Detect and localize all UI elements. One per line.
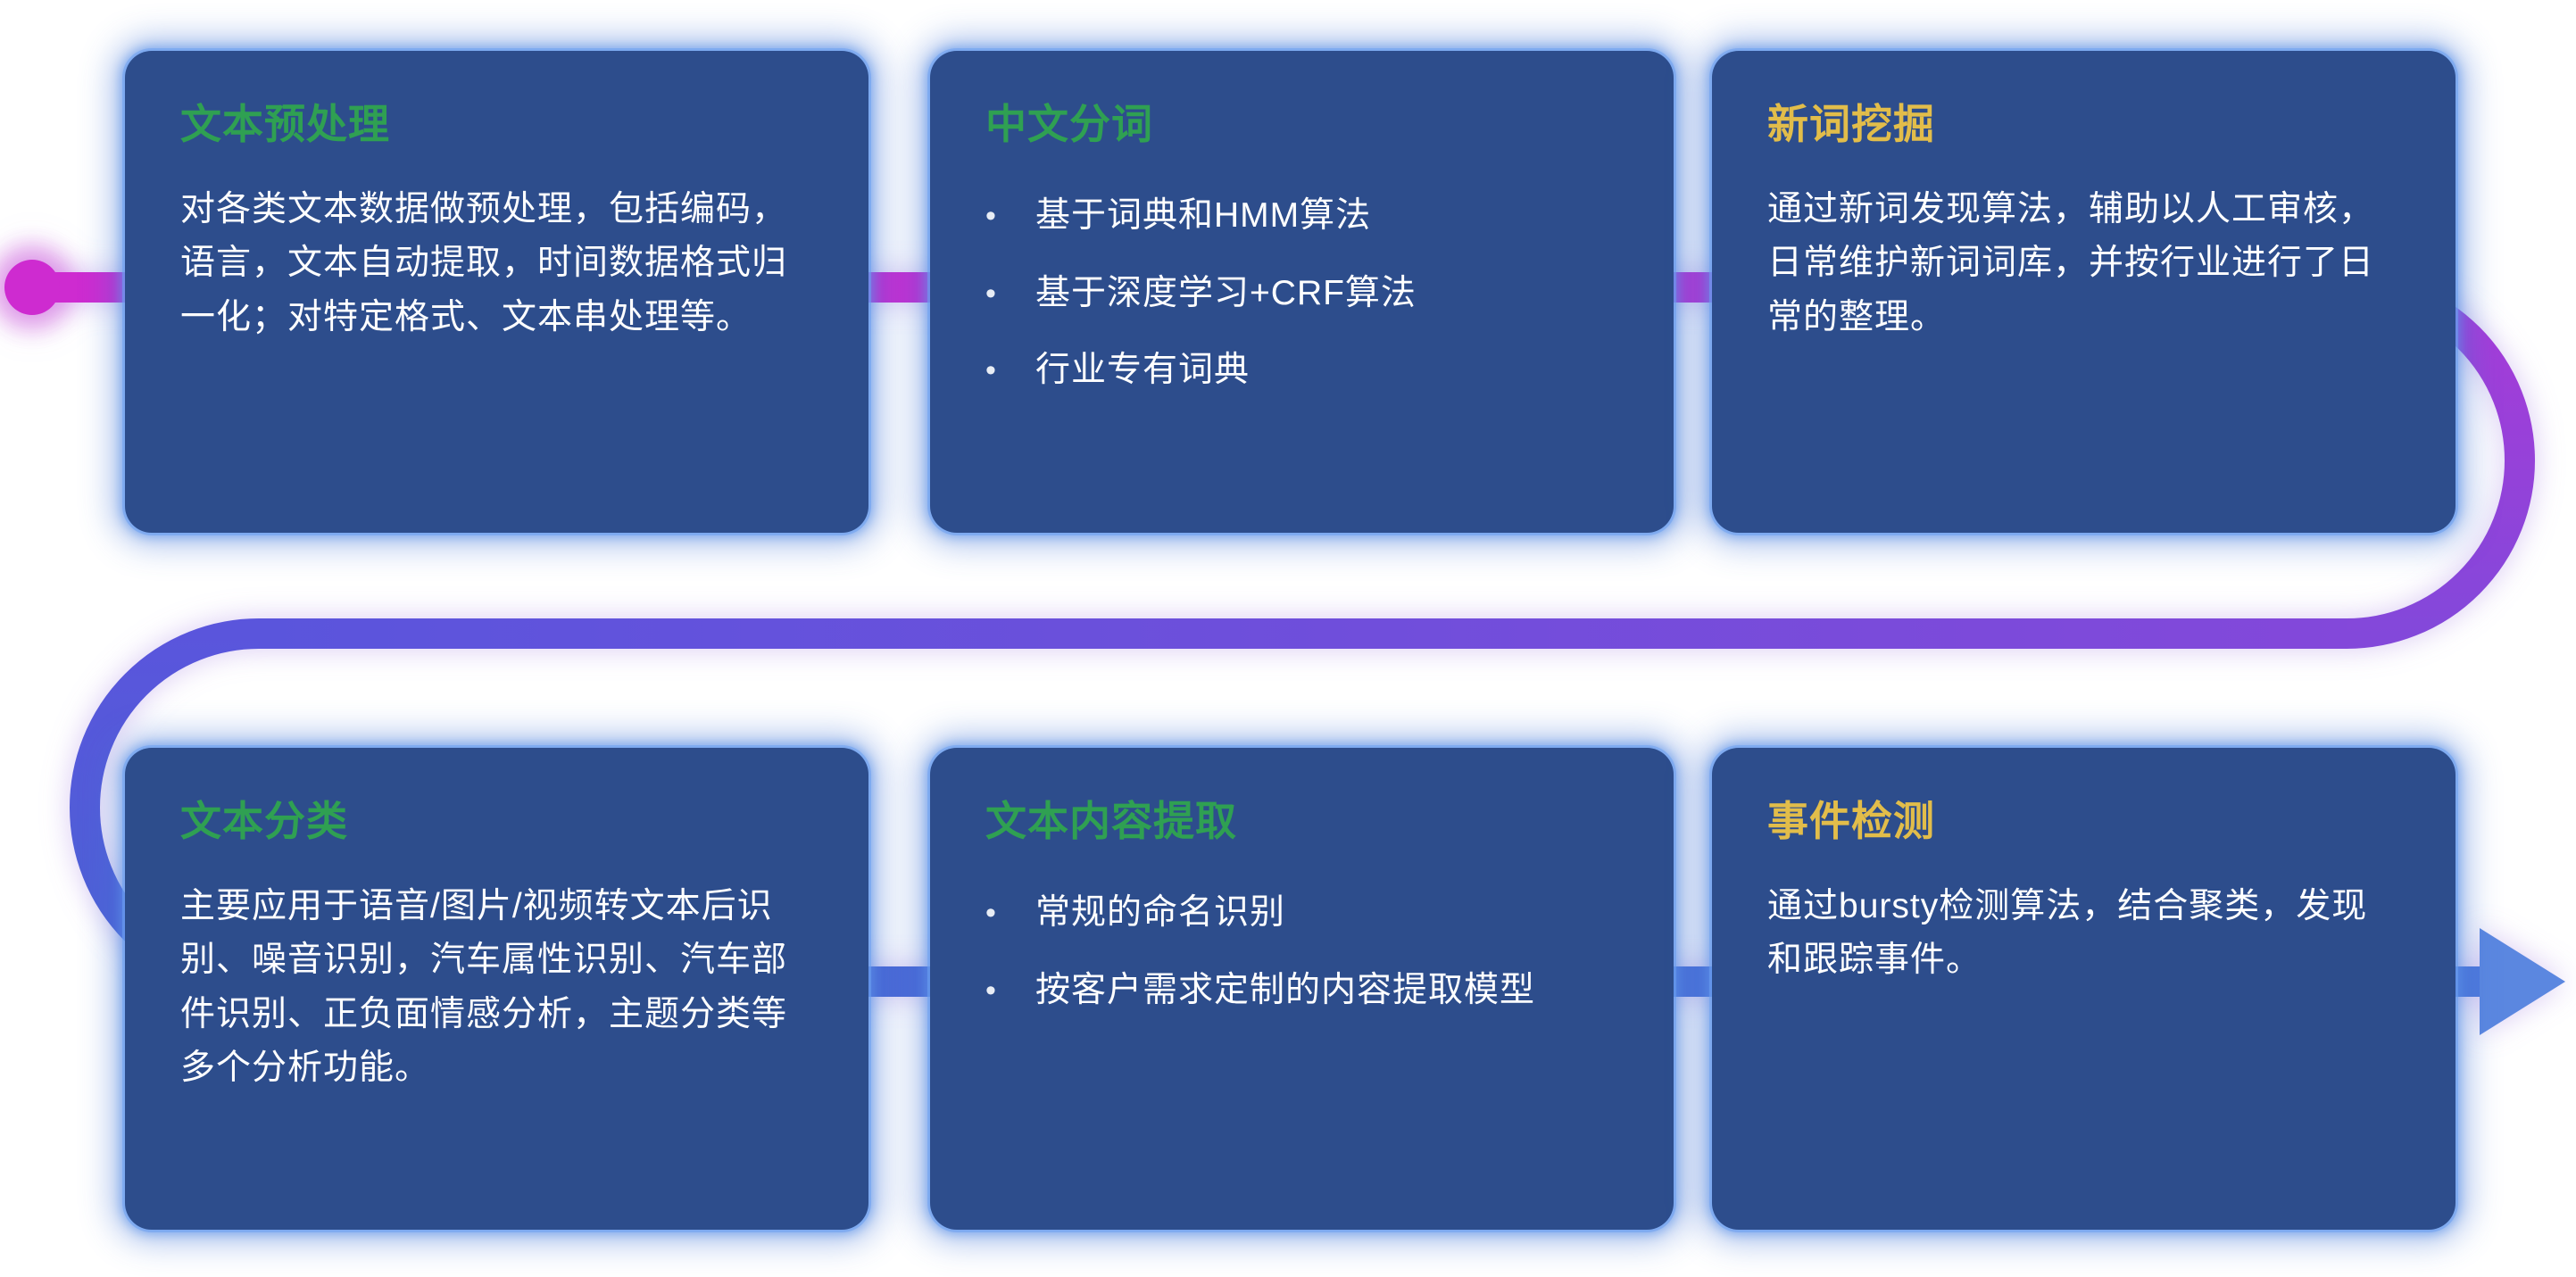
- flow-start-dot: [4, 260, 60, 315]
- list-item: • 基于深度学习+CRF算法: [985, 269, 1618, 319]
- card-event-detection: 事件检测 通过bursty检测算法，结合聚类，发现和跟踪事件。: [1712, 748, 2456, 1230]
- card-new-word-mining: 新词挖掘 通过新词发现算法，辅助以人工审核，日常维护新词词库，并按行业进行了日常…: [1712, 51, 2456, 533]
- bullet-icon: •: [985, 276, 997, 311]
- bullet-icon: •: [985, 896, 997, 930]
- list-item: • 按客户需求定制的内容提取模型: [985, 966, 1618, 1016]
- card-body: 主要应用于语音/图片/视频转文本后识别、噪音识别，汽车属性识别、汽车部件识别、正…: [180, 887, 788, 1088]
- list-item: • 基于词典和HMM算法: [985, 192, 1618, 241]
- card-title: 中文分词: [985, 101, 1153, 147]
- card-title: 文本分类: [180, 798, 348, 844]
- bullet-list: • 常规的命名识别 • 按客户需求定制的内容提取模型: [985, 889, 1618, 1015]
- card-title: 事件检测: [1767, 798, 1935, 844]
- list-item: • 常规的命名识别: [985, 889, 1618, 938]
- card-title: 新词挖掘: [1767, 101, 1935, 147]
- card-body: 通过新词发现算法，辅助以人工审核，日常维护新词词库，并按行业进行了日常的整理。: [1767, 190, 2375, 336]
- bullet-icon: •: [985, 199, 997, 233]
- bullet-text: 行业专有词典: [1035, 351, 1251, 390]
- bullet-icon: •: [985, 353, 997, 388]
- bullet-icon: •: [985, 973, 997, 1008]
- card-title: 文本内容提取: [985, 798, 1237, 844]
- bullet-text: 按客户需求定制的内容提取模型: [1035, 970, 1536, 1009]
- card-text-preprocessing: 文本预处理 对各类文本数据做预处理，包括编码，语言，文本自动提取，时间数据格式归…: [125, 51, 868, 533]
- bullet-text: 基于词典和HMM算法: [1035, 196, 1372, 235]
- list-item: • 行业专有词典: [985, 346, 1618, 395]
- bullet-text: 基于深度学习+CRF算法: [1035, 273, 1417, 312]
- flow-arrow-icon: [2480, 928, 2565, 1035]
- card-title: 文本预处理: [180, 101, 390, 147]
- card-body: 通过bursty检测算法，结合聚类，发现和跟踪事件。: [1767, 887, 2368, 980]
- card-chinese-segmentation: 中文分词 • 基于词典和HMM算法 • 基于深度学习+CRF算法 • 行业专有词…: [930, 51, 1674, 533]
- card-body: 对各类文本数据做预处理，包括编码，语言，文本自动提取，时间数据格式归一化；对特定…: [180, 190, 788, 336]
- bullet-list: • 基于词典和HMM算法 • 基于深度学习+CRF算法 • 行业专有词典: [985, 192, 1618, 395]
- card-text-classification: 文本分类 主要应用于语音/图片/视频转文本后识别、噪音识别，汽车属性识别、汽车部…: [125, 748, 868, 1230]
- bullet-text: 常规的命名识别: [1035, 893, 1286, 932]
- card-content-extraction: 文本内容提取 • 常规的命名识别 • 按客户需求定制的内容提取模型: [930, 748, 1674, 1230]
